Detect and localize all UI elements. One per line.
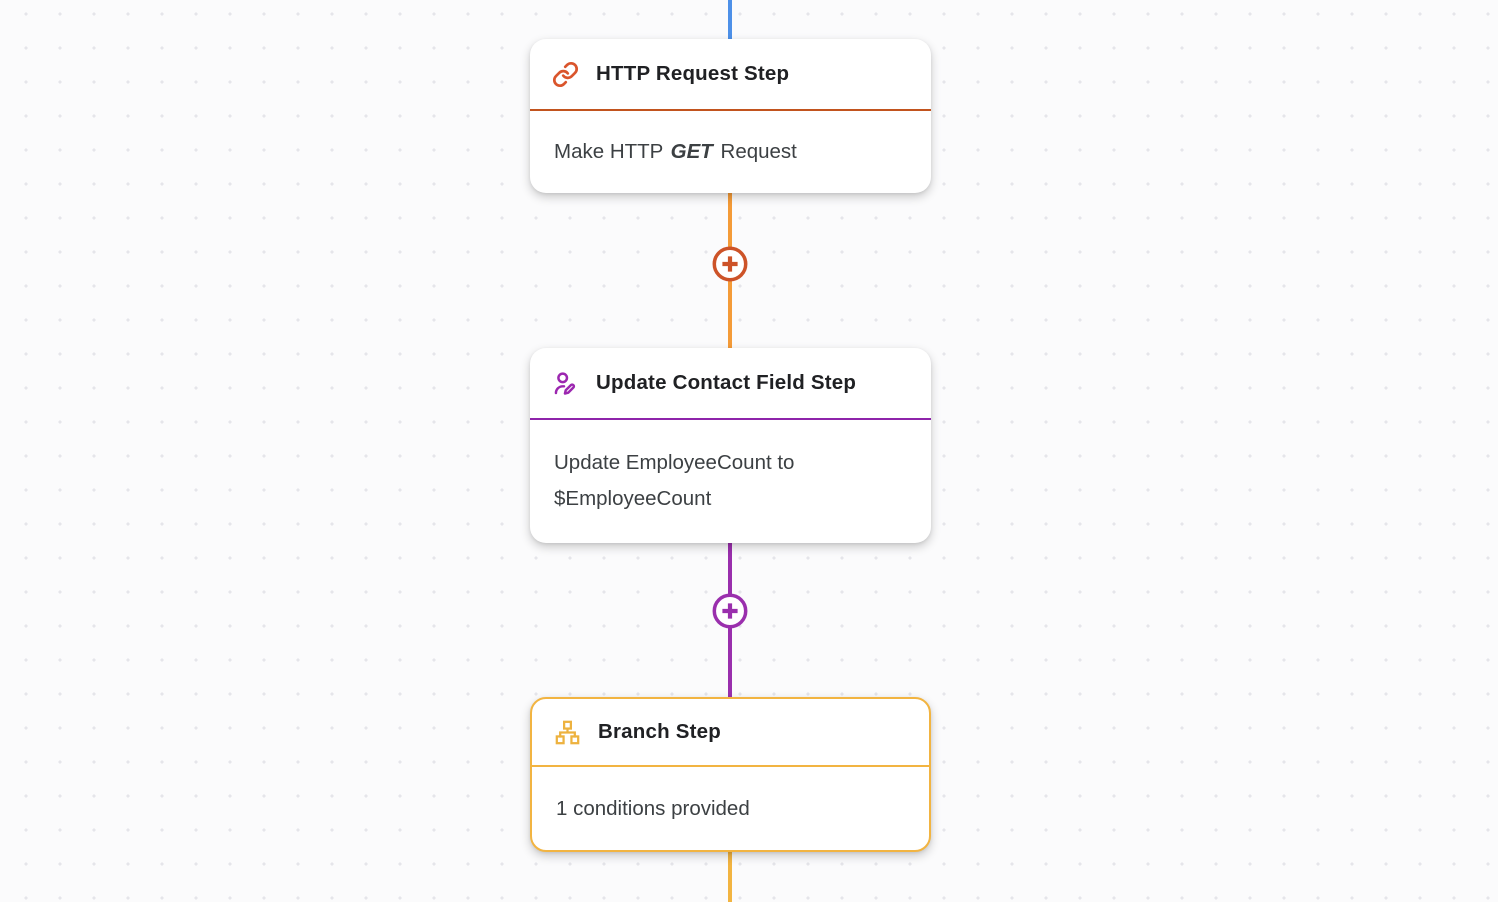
step-card-body: 1 conditions provided	[532, 767, 929, 850]
plus-icon	[712, 593, 748, 629]
connector-branch-outgoing	[728, 852, 732, 902]
step-description: Make HTTP GET Request	[554, 134, 797, 170]
step-card-divider	[530, 418, 931, 420]
add-step-button-after-update[interactable]	[711, 592, 749, 630]
http-description-suffix: Request	[714, 139, 797, 163]
step-title: HTTP Request Step	[596, 62, 790, 85]
step-title: Update Contact Field Step	[596, 371, 857, 394]
connector-incoming	[728, 0, 732, 39]
http-method-text: GET	[670, 139, 713, 163]
http-description-prefix: Make HTTP	[554, 139, 669, 163]
step-card-body: Update EmployeeCount to $EmployeeCount	[530, 420, 931, 541]
sitemap-icon	[555, 720, 580, 744]
step-card-http-request[interactable]: HTTP Request Step Make HTTP GET Request	[530, 39, 931, 193]
step-card-body: Make HTTP GET Request	[530, 111, 931, 192]
step-card-header: Branch Step	[532, 699, 929, 765]
user-edit-icon	[554, 371, 576, 395]
step-card-header: HTTP Request Step	[530, 39, 931, 109]
step-card-branch[interactable]: Branch Step 1 conditions provided	[530, 697, 931, 852]
plus-icon	[712, 246, 748, 282]
link-icon	[552, 61, 579, 87]
step-card-divider	[532, 765, 929, 767]
step-card-divider	[530, 109, 931, 111]
step-description: Update EmployeeCount to $EmployeeCount	[554, 450, 795, 510]
step-card-update-contact-field[interactable]: Update Contact Field Step Update Employe…	[530, 348, 931, 543]
step-title: Branch Step	[598, 720, 721, 743]
add-step-button-after-http[interactable]	[711, 245, 749, 283]
step-description: 1 conditions provided	[556, 796, 750, 820]
step-card-header: Update Contact Field Step	[530, 348, 931, 418]
